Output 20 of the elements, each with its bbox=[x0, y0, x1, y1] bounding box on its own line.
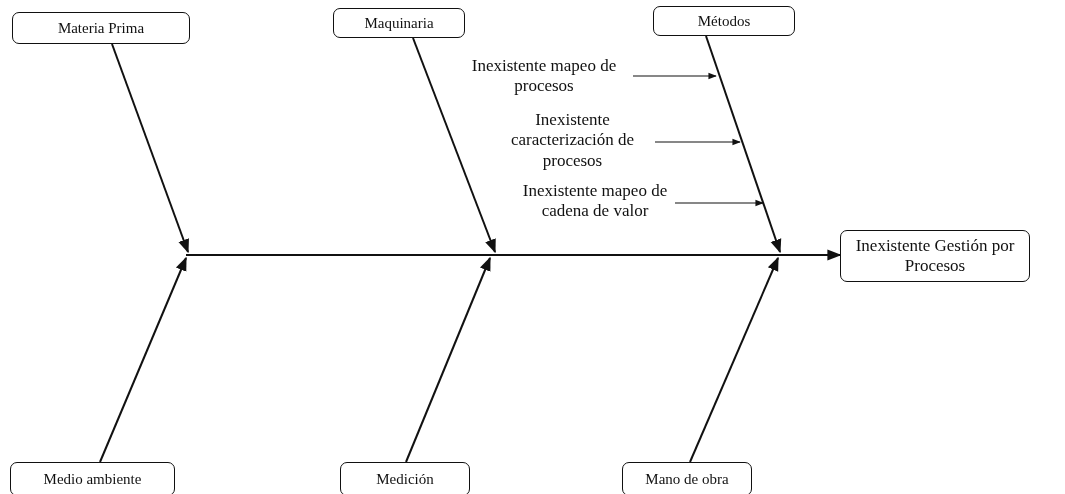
category-box: Métodos bbox=[653, 6, 795, 36]
cause-text: Inexistente mapeo de procesos bbox=[455, 56, 633, 98]
cause-arrow bbox=[654, 138, 741, 146]
category-box: Materia Prima bbox=[12, 12, 190, 44]
cause-text: Inexistente mapeo de cadena de valor bbox=[515, 181, 675, 223]
spine-arrow bbox=[185, 249, 842, 261]
category-box: Mano de obra bbox=[622, 462, 752, 494]
bone-arrow bbox=[111, 43, 189, 254]
cause-arrow bbox=[632, 72, 717, 80]
category-box: Medio ambiente bbox=[10, 462, 175, 494]
cause-text: Inexistente caracterización de procesos bbox=[490, 110, 655, 172]
effect-box: Inexistente Gestión por Procesos bbox=[840, 230, 1030, 282]
bone-arrow bbox=[405, 256, 491, 463]
category-box: Medición bbox=[340, 462, 470, 494]
bone-arrow bbox=[705, 35, 782, 254]
bone-arrow bbox=[689, 256, 779, 463]
bone-arrow bbox=[412, 37, 496, 254]
bone-arrow bbox=[99, 256, 187, 463]
category-box: Maquinaria bbox=[333, 8, 465, 38]
cause-arrow bbox=[674, 199, 764, 207]
